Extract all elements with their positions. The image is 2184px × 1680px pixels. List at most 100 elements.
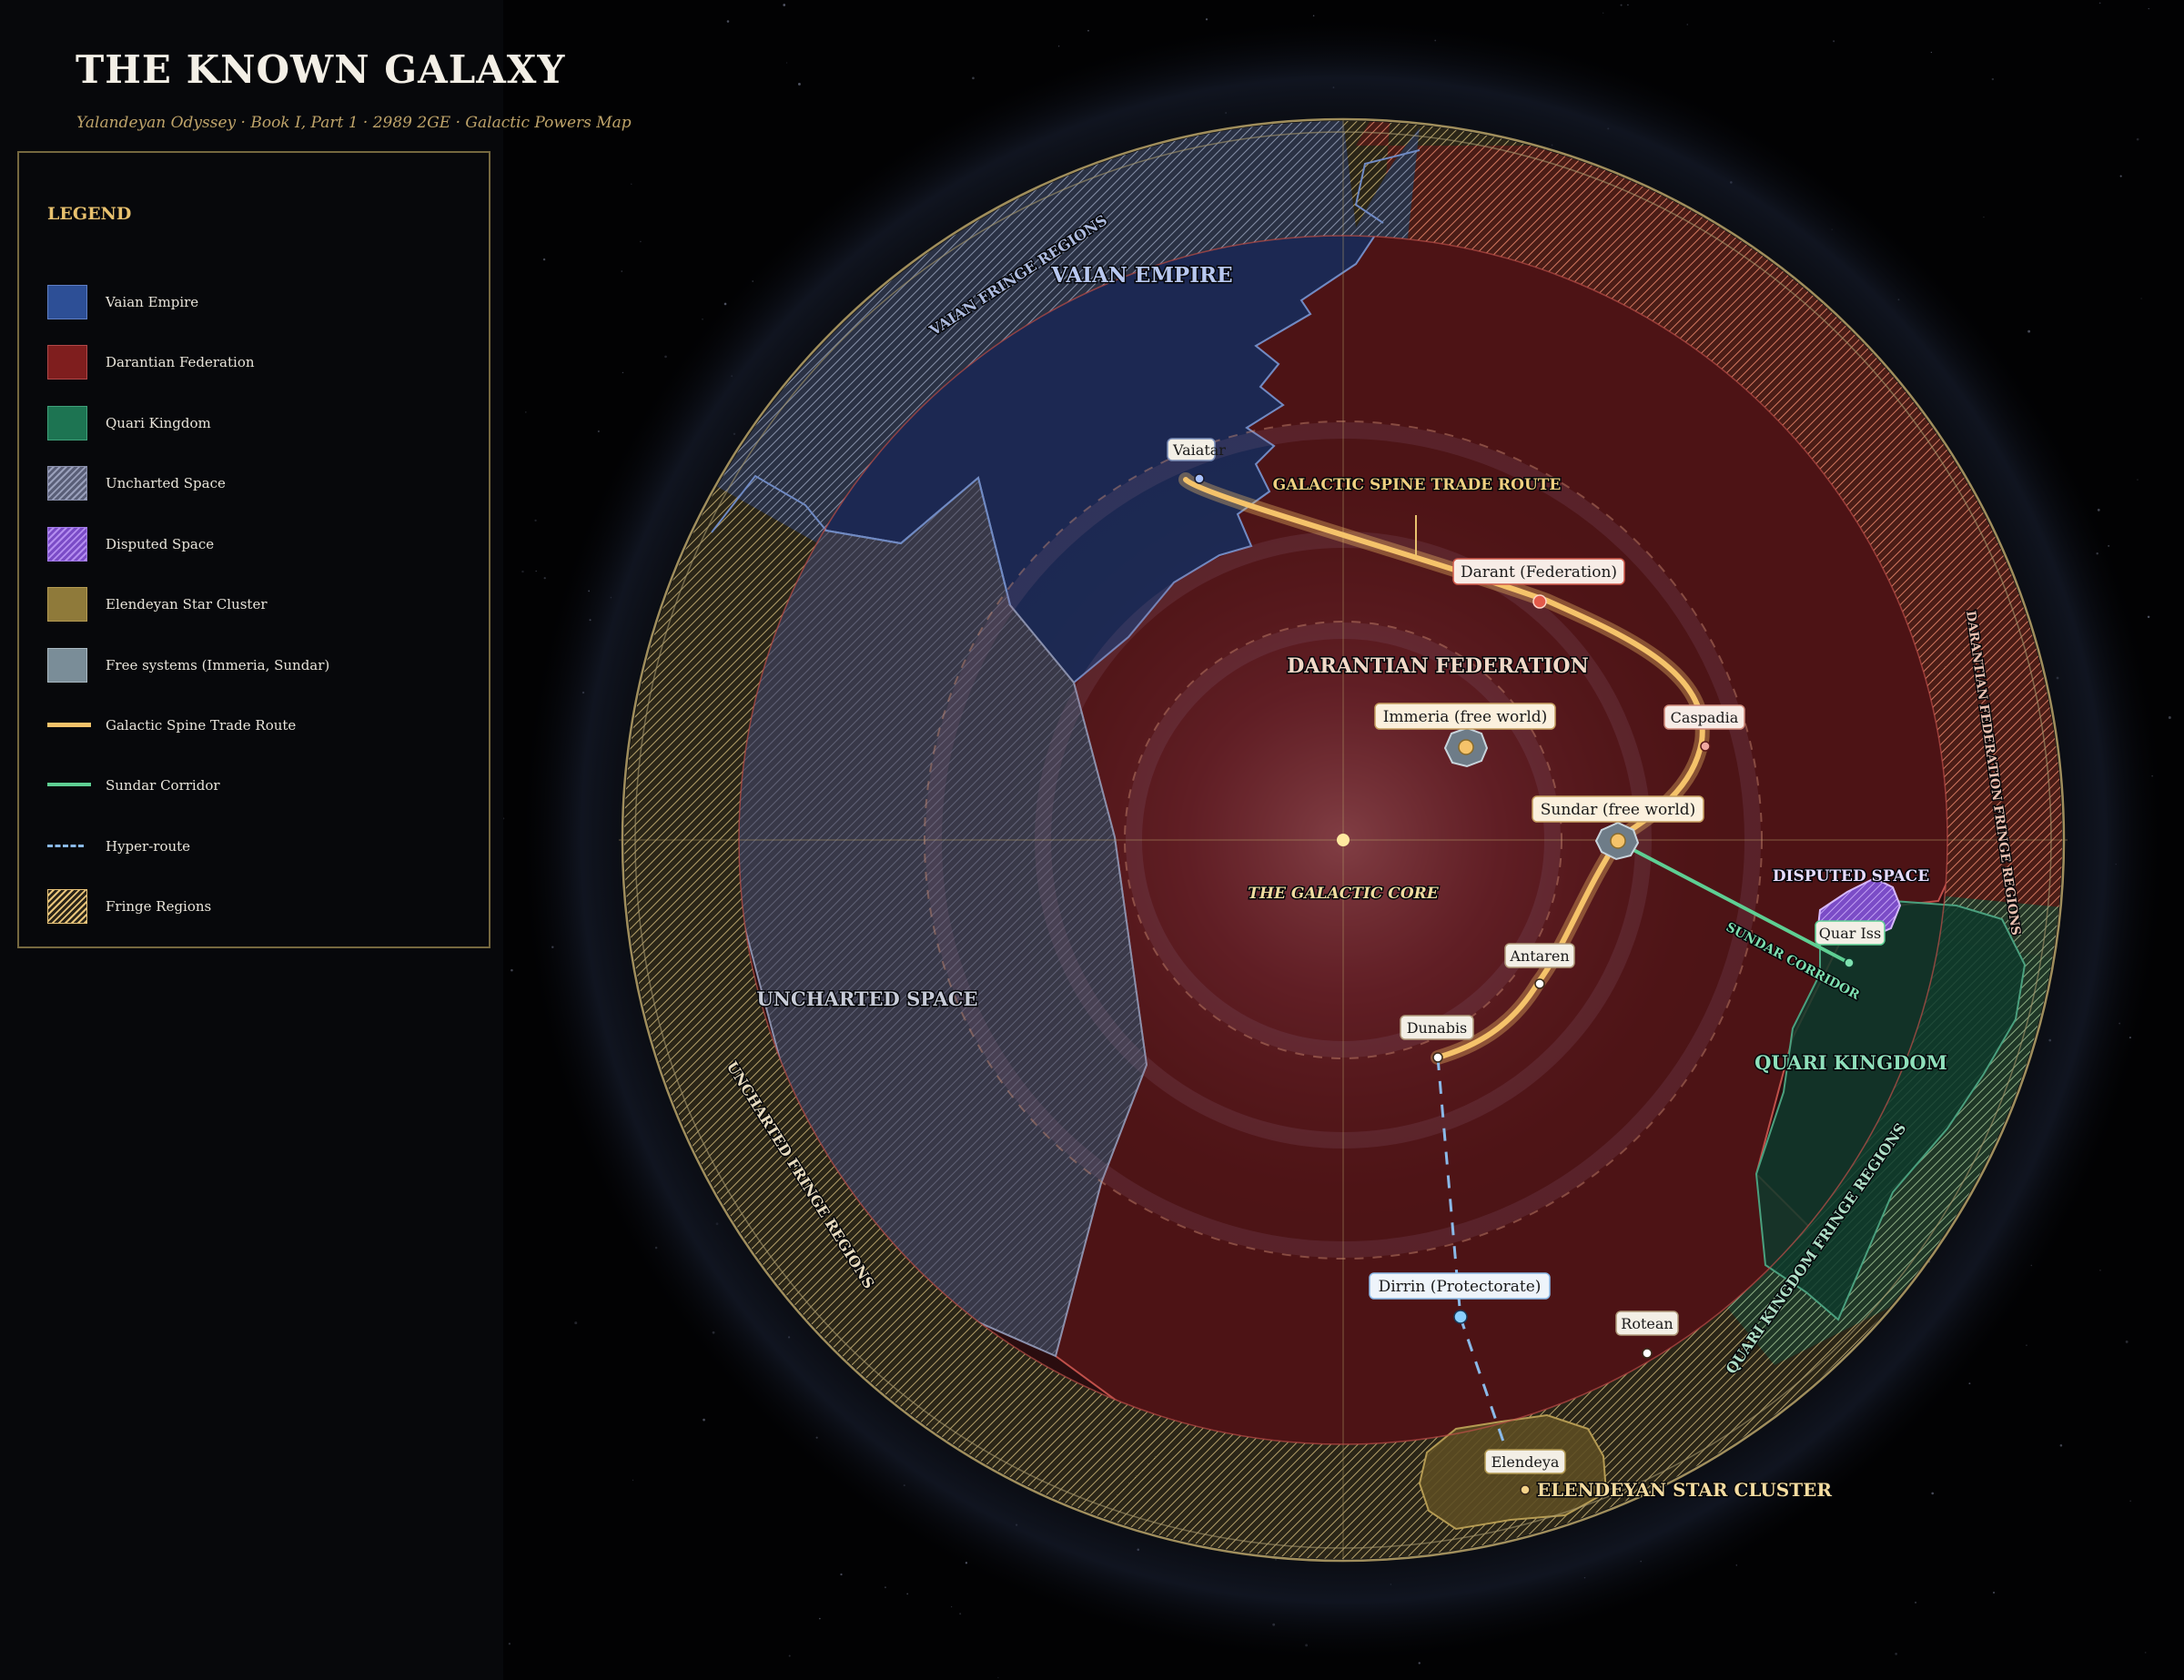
- star: [2097, 509, 2100, 511]
- star: [1968, 1382, 1971, 1385]
- spiral-arms: [925, 422, 1761, 1258]
- legend-item-sundar-corridor: Sundar Corridor: [47, 768, 475, 805]
- sundar-system[interactable]: [1610, 833, 1626, 849]
- star: [2027, 329, 2031, 333]
- legend-item-darantian-federation: Darantian Federation: [47, 345, 475, 381]
- label-box: [1484, 1449, 1566, 1474]
- map-subtitle: Yalandeyan Odyssey · Book I, Part 1 · 29…: [76, 114, 632, 132]
- vaiatar-system[interactable]: [1194, 473, 1205, 484]
- star: [2108, 544, 2110, 547]
- darant-system[interactable]: [1532, 594, 1547, 609]
- legend-line: [47, 783, 91, 786]
- star: [2137, 479, 2138, 481]
- star: [1833, 40, 1835, 43]
- dirrin-system[interactable]: [1453, 1310, 1468, 1324]
- disputed-space-label: DISPUTED SPACE: [1773, 867, 1929, 886]
- star: [783, 4, 786, 6]
- label-box: [1532, 795, 1704, 823]
- star: [543, 577, 546, 580]
- label-box: [1663, 704, 1745, 730]
- vaian-fringe-boundary: [711, 474, 1011, 606]
- star: [503, 817, 505, 820]
- caspadia-label: Caspadia: [1671, 709, 1739, 726]
- star: [640, 240, 642, 243]
- star: [906, 1593, 908, 1595]
- sundar-corridor-route[interactable]: [1617, 840, 1850, 965]
- rotean-system[interactable]: [1642, 1348, 1653, 1359]
- star: [2168, 716, 2171, 719]
- quar-iss-label: Quar Iss: [1819, 925, 1881, 942]
- label-box: [1374, 703, 1556, 730]
- map-title: THE KNOWN GALAXY: [76, 47, 566, 92]
- star: [511, 968, 513, 972]
- label-box: [1504, 943, 1575, 968]
- star: [1991, 77, 1995, 81]
- antaren-system[interactable]: [1534, 978, 1545, 989]
- star: [788, 1655, 791, 1657]
- star: [535, 570, 537, 572]
- label-box: [1167, 438, 1216, 461]
- star: [1895, 1653, 1897, 1655]
- star: [664, 355, 667, 359]
- sidebar-panel: [0, 0, 503, 1680]
- elendeya-label: Elendeya: [1491, 1453, 1560, 1471]
- legend-title: LEGEND: [47, 204, 132, 224]
- immeria-system[interactable]: [1458, 739, 1474, 755]
- dunabis-label: Dunabis: [1407, 1019, 1468, 1037]
- star: [2144, 1652, 2147, 1654]
- star: [1993, 1592, 1995, 1594]
- darantian-federation-label: DARANTIAN FEDERATION: [1287, 654, 1588, 678]
- vaian-darantian-fringe-boundary: [1354, 149, 1421, 224]
- legend-label: Free systems (Immeria, Sundar): [106, 657, 330, 673]
- star: [819, 1617, 821, 1620]
- star: [632, 1479, 634, 1482]
- legend-swatch: [47, 285, 87, 319]
- legend-item-uncharted-space: Uncharted Space: [47, 466, 475, 502]
- star: [1983, 216, 1985, 218]
- dirrin-label: Dirrin (Protectorate): [1379, 1278, 1542, 1296]
- star: [840, 1573, 843, 1576]
- legend-item-trade-route: Galactic Spine Trade Route: [47, 708, 475, 744]
- star: [1735, 1564, 1737, 1566]
- star: [1686, 24, 1688, 25]
- star: [2129, 1500, 2131, 1503]
- elendeyan-system[interactable]: [1520, 1484, 1531, 1495]
- vaian-empire-label: VAIAN EMPIRE: [1050, 263, 1232, 288]
- star: [534, 519, 537, 522]
- label-box: [1400, 1015, 1474, 1040]
- legend-item-hyper-route: Hyper-route: [47, 829, 475, 865]
- star: [1418, 1662, 1421, 1665]
- star: [622, 371, 624, 374]
- galaxy-map[interactable]: Vaiatar Darant (Federation) Immeria (fre…: [503, 0, 2184, 1680]
- quari-kingdom-territory[interactable]: [1754, 899, 2027, 1321]
- star: [2125, 1340, 2128, 1343]
- star: [521, 570, 524, 573]
- legend-swatch: [47, 527, 87, 562]
- star: [2059, 1444, 2063, 1447]
- galactic-core-marker: [1337, 834, 1350, 846]
- star: [997, 1676, 999, 1678]
- legend-line: [47, 845, 84, 847]
- star: [631, 183, 632, 186]
- legend-label: Hyper-route: [106, 838, 191, 855]
- legend-label: Fringe Regions: [106, 898, 212, 915]
- star: [1620, 4, 1623, 6]
- inner-disk-edge: [738, 235, 1948, 1445]
- star: [785, 62, 788, 64]
- star: [1915, 1601, 1917, 1604]
- dunabis-system[interactable]: [1432, 1052, 1443, 1063]
- star: [1087, 29, 1089, 32]
- caspadia-system[interactable]: [1700, 741, 1711, 752]
- star: [2140, 298, 2142, 299]
- legend-line: [47, 723, 91, 727]
- legend-swatch: [47, 587, 87, 622]
- antaren-label: Antaren: [1509, 947, 1569, 965]
- legend-label: Vaian Empire: [106, 294, 199, 310]
- star: [959, 1613, 962, 1615]
- star: [2098, 2, 2101, 5]
- orbit-rings: [924, 420, 1763, 1260]
- quar-iss-system[interactable]: [1844, 957, 1855, 968]
- legend-item-free-systems: Free systems (Immeria, Sundar): [47, 648, 475, 684]
- legend-label: Quari Kingdom: [106, 415, 211, 431]
- star: [1205, 18, 1208, 21]
